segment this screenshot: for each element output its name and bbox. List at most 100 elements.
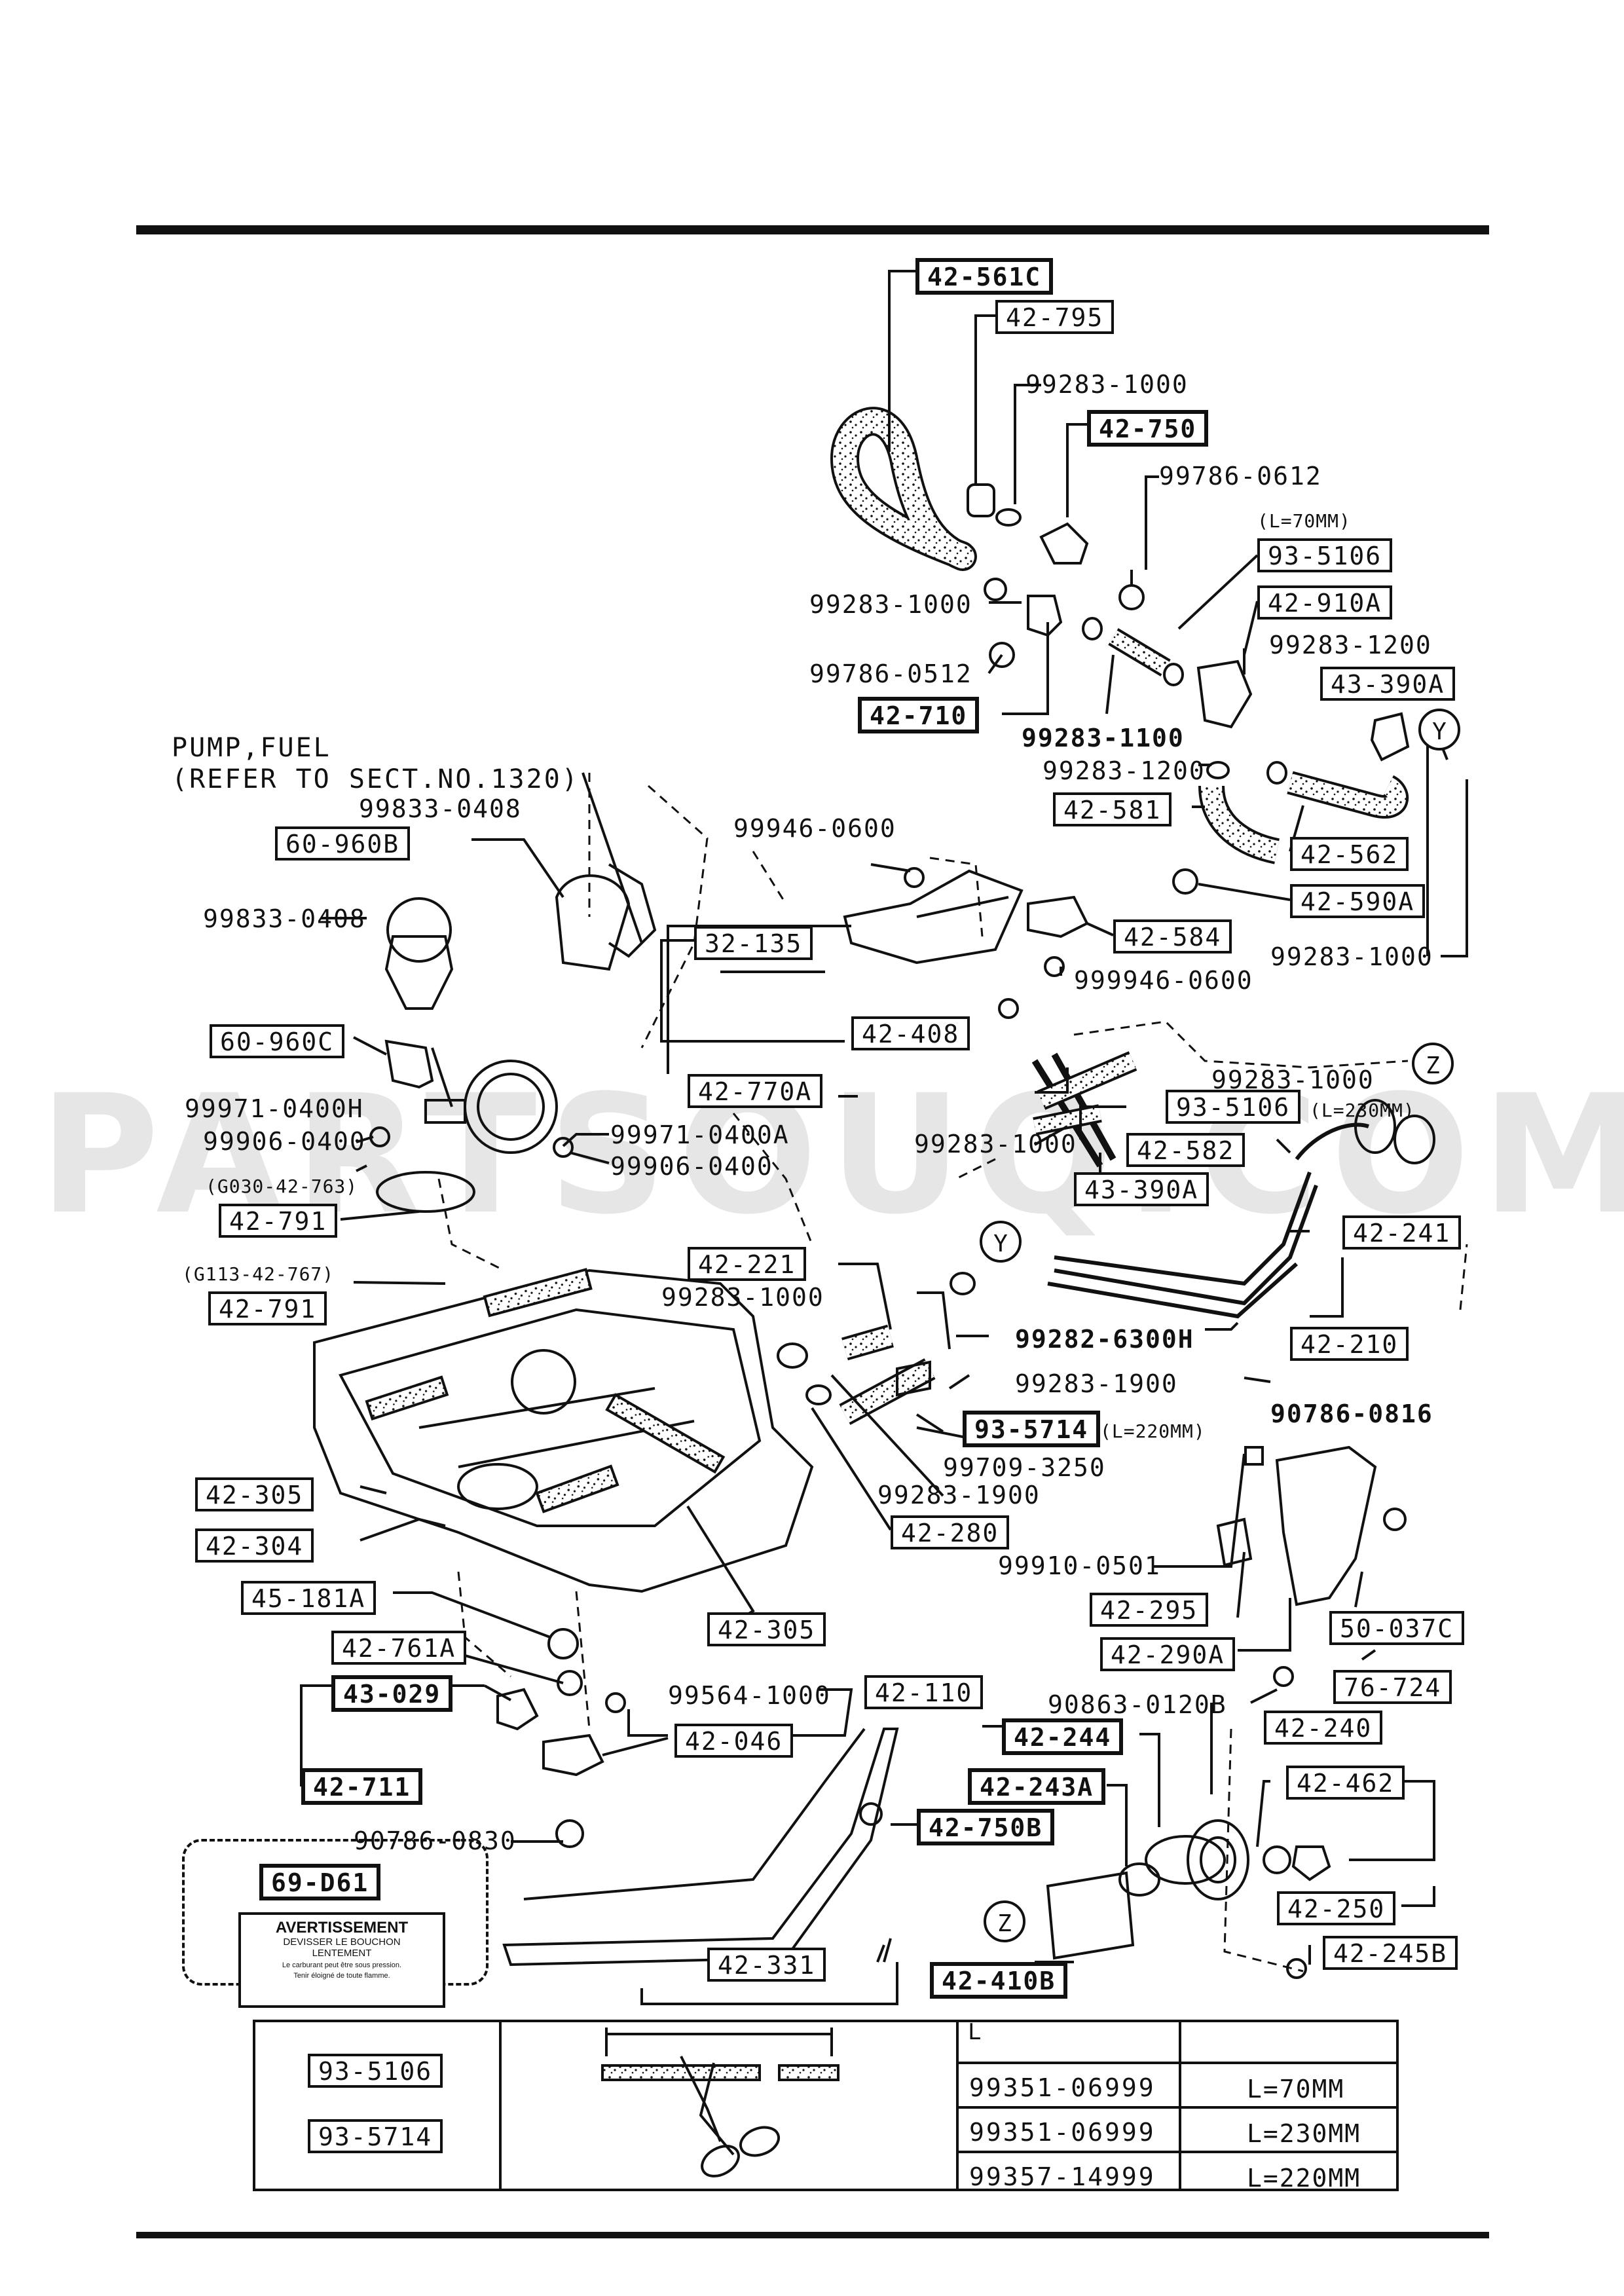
part-42-791-a: 42-791 (219, 1204, 338, 1238)
part-42-110: 42-110 (864, 1675, 984, 1709)
part-42-750: 42-750 (1087, 410, 1209, 447)
gasket-462 (1263, 1845, 1291, 1874)
table-row: 99351-06999 L=230MM (959, 2106, 1399, 2151)
part-42-761A: 42-761A (331, 1631, 467, 1665)
sticker-title: AVERTISSEMENT (275, 1919, 409, 1936)
note-g030: (G030-42-763) (206, 1176, 358, 1197)
part-42-561C: 42-561C (915, 258, 1054, 295)
washer-99564 (605, 1692, 626, 1713)
part-93-5714: 93-5714 (963, 1411, 1101, 1447)
tank-strap-42-331 (523, 1728, 866, 1900)
part-42-582: 42-582 (1126, 1133, 1246, 1167)
pump-note-line1: PUMP,FUEL (172, 733, 331, 763)
filler-cap-240 (1187, 1819, 1249, 1900)
part-42-046: 42-046 (674, 1724, 794, 1758)
part-99283-1900-a: 99283-1900 (1015, 1369, 1178, 1398)
tank-pump-port (511, 1349, 576, 1415)
nut-0400-a (369, 1126, 390, 1147)
note-l70: (L=70MM) (1257, 510, 1351, 532)
heat-shield-strip-b (483, 1268, 593, 1318)
float-arm (424, 1099, 466, 1124)
table-vsep (1179, 2022, 1181, 2189)
part-99283-1000-d: 99283-1000 (1211, 1065, 1375, 1094)
seal-ring (464, 1060, 558, 1154)
part-99709-3250: 99709-3250 (943, 1453, 1106, 1482)
table-hose-b: 93-5714 (308, 2119, 443, 2153)
part-43-390A-a: 43-390A (1320, 667, 1456, 701)
table-row-length: L=220MM (1247, 2164, 1361, 2193)
hose-cut-a (601, 2064, 761, 2081)
part-42-221: 42-221 (688, 1247, 807, 1281)
warning-sticker-group: AVERTISSEMENT DEVISSER LE BOUCHON LENTEM… (182, 1839, 489, 2008)
callout-y-mid: Y (980, 1221, 1022, 1263)
pump-note-line2: (REFER TO SECT.NO.1320) (172, 764, 580, 794)
part-42-295: 42-295 (1090, 1593, 1209, 1627)
part-42-331: 42-331 (707, 1948, 826, 1982)
part-99283-1900-b: 99283-1900 (877, 1481, 1041, 1509)
part-99282-6300H: 99282-6300H (1015, 1325, 1194, 1354)
part-69-D61: 69-D61 (259, 1864, 381, 1900)
table-row-part: 99351-06999 (969, 2118, 1156, 2147)
part-42-304: 42-304 (195, 1528, 314, 1563)
part-42-410B: 42-410B (930, 1962, 1068, 1999)
check-valve (1196, 659, 1253, 729)
part-45-181A: 45-181A (241, 1581, 377, 1615)
clamp-1900-b (805, 1384, 832, 1405)
note-l220: (L=220MM) (1100, 1420, 1206, 1442)
pump-unit-right (555, 874, 631, 971)
o-ring (376, 1171, 475, 1213)
heat-shield-50-037C (1275, 1445, 1377, 1606)
part-99971-0400A: 99971-0400A (610, 1120, 790, 1149)
table-hose-a: 93-5106 (308, 2054, 443, 2088)
grommet-408 (998, 998, 1019, 1019)
part-42-305-b: 42-305 (707, 1612, 826, 1646)
bolt-590A (1172, 868, 1198, 895)
cushion-42-761A (557, 1670, 583, 1696)
drain-plug-43-029 (496, 1688, 539, 1731)
part-99833-0408-a: 99833-0408 (359, 794, 522, 823)
part-42-581: 42-581 (1053, 792, 1172, 826)
part-93-5106-b: 93-5106 (1166, 1090, 1301, 1124)
part-42-245B: 42-245B (1323, 1936, 1458, 1970)
short-hose-a (967, 483, 995, 517)
note-l230: (L=230MM) (1310, 1100, 1415, 1121)
part-42-305-a: 42-305 (195, 1477, 314, 1511)
clamp-a (995, 508, 1022, 527)
warning-sticker: AVERTISSEMENT DEVISSER LE BOUCHON LENTEM… (238, 1912, 445, 2008)
tank-strap-42-410B (502, 1728, 899, 1967)
clamp-b (984, 578, 1007, 601)
part-42-791-b: 42-791 (208, 1291, 327, 1325)
part-99833-0408-b: 99833-0408 (203, 904, 366, 933)
part-60-960C: 60-960C (210, 1024, 345, 1058)
part-99283-1000-c: 99283-1000 (1270, 942, 1433, 971)
bracket-584 (1027, 895, 1089, 938)
bolt-0830 (555, 1819, 584, 1848)
part-99283-1200-a: 99283-1200 (1269, 631, 1432, 659)
part-42-250: 42-250 (1277, 1891, 1396, 1925)
scissors-icon (680, 2056, 735, 2156)
clamp-3250 (896, 1360, 931, 1397)
sticker-line2: LENTEMENT (312, 1947, 372, 1959)
part-32-135: 32-135 (694, 926, 813, 960)
top-rule (136, 225, 1489, 234)
part-99946-0600: 99946-0600 (733, 814, 896, 843)
callout-z-top: Z (1412, 1043, 1454, 1084)
nut-0400-b (553, 1137, 574, 1158)
table-col-cut: L (499, 2021, 981, 2189)
nut-0600-a (904, 867, 925, 888)
part-99786-0512: 99786-0512 (809, 659, 972, 688)
part-42-711: 42-711 (301, 1768, 423, 1805)
part-99786-0612: 99786-0612 (1159, 462, 1322, 491)
sticker-line1: DEVISSER LE BOUCHON (283, 1936, 401, 1948)
bottom-rule (136, 2232, 1489, 2238)
hose-cut-b (778, 2064, 840, 2081)
bracket-42-046 (542, 1733, 604, 1777)
part-50-037C: 50-037C (1329, 1611, 1465, 1645)
heat-shield-strip-c (365, 1375, 449, 1421)
table-row-length: L=230MM (1247, 2119, 1361, 2148)
part-42-408: 42-408 (851, 1016, 970, 1050)
part-99564-1000: 99564-1000 (668, 1681, 831, 1710)
dashed-route-a (640, 785, 709, 1048)
clip-390A (1370, 712, 1410, 762)
nut-0501 (1244, 1446, 1264, 1466)
